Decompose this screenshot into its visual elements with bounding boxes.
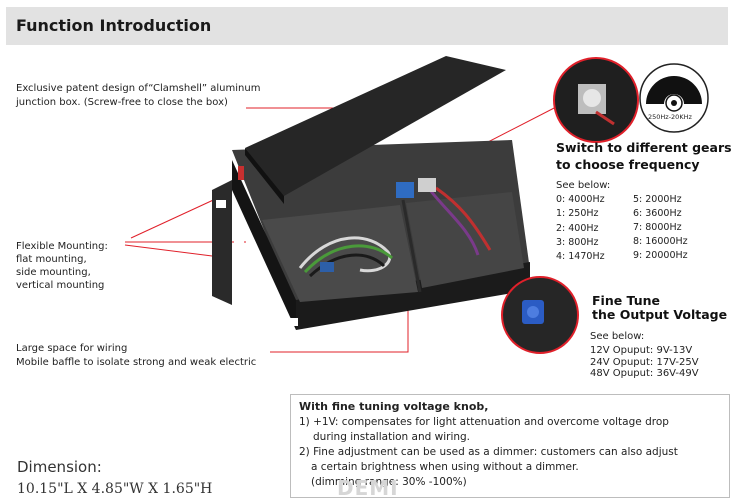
mounting-callout-line1: Flexible Mounting: bbox=[16, 241, 108, 252]
frequency-item: 0: 4000Hz bbox=[556, 194, 605, 205]
fine-tune-title-line1: Fine Tune bbox=[592, 293, 660, 308]
voltage-output-item: 12V Opuput: 9V-13V bbox=[590, 345, 693, 356]
dial-caption: 250Hz-20KHz bbox=[648, 113, 692, 121]
fine-tune-title-line2: the Output Voltage bbox=[592, 307, 728, 322]
knob-note-box: With fine tuning voltage knob, 1) +1V: c… bbox=[290, 394, 730, 498]
frequency-item: 2: 400Hz bbox=[556, 223, 599, 234]
frequency-item: 5: 2000Hz bbox=[633, 194, 682, 205]
mounting-callout-line2: flat mounting, bbox=[16, 254, 87, 265]
junction-box bbox=[212, 56, 530, 330]
frequency-item: 8: 16000Hz bbox=[633, 236, 688, 247]
watermark: DEMI bbox=[337, 476, 399, 500]
knob-note-line: during installation and wiring. bbox=[313, 431, 471, 443]
knob-detail-circle bbox=[501, 276, 579, 354]
frequency-item: 9: 20000Hz bbox=[633, 250, 688, 261]
frequency-item: 7: 8000Hz bbox=[633, 222, 682, 233]
frequency-item: 4: 1470Hz bbox=[556, 251, 605, 262]
voltage-output-list: 12V Opuput: 9V-13V 24V Opuput: 17V-25V 4… bbox=[590, 345, 699, 380]
frequency-item: 1: 250Hz bbox=[556, 208, 599, 219]
voltage-output-item: 24V Opuput: 17V-25V bbox=[590, 356, 699, 368]
mounting-callout-line4: vertical mounting bbox=[16, 280, 105, 291]
page-title: Function Introduction bbox=[16, 16, 212, 35]
switch-see-below: See below: bbox=[556, 180, 611, 191]
clamshell-callout-line2: junction box. (Screw-free to close the b… bbox=[16, 97, 228, 108]
fine-tune-see-below: See below: bbox=[590, 331, 645, 342]
section-header: Function Introduction bbox=[6, 7, 728, 45]
knob-note-title: With fine tuning voltage knob, bbox=[299, 400, 489, 413]
dimension-label: Dimension: bbox=[17, 458, 102, 476]
space-callout-line2: Mobile baffle to isolate strong and weak… bbox=[16, 357, 257, 368]
knob-note-line: 1) +1V: compensates for light attenuatio… bbox=[299, 416, 669, 428]
switch-title-line2: to choose frequency bbox=[556, 157, 700, 172]
dimension-value: 10.15"L X 4.85"W X 1.65"H bbox=[17, 481, 213, 497]
clamshell-callout-line1: Exclusive patent design of“Clamshell” al… bbox=[16, 83, 261, 94]
knob-note-line: 2) Fine adjustment can be used as a dimm… bbox=[299, 446, 678, 458]
knob-note-line: (dimming range: 30% -100%) bbox=[311, 476, 467, 488]
frequency-item: 3: 800Hz bbox=[556, 237, 599, 248]
space-callout-line1: Large space for wiring bbox=[16, 343, 128, 354]
voltage-output-item: 48V Opuput: 36V-49V bbox=[590, 368, 699, 379]
frequency-item: 6: 3600Hz bbox=[633, 208, 682, 219]
mounting-callout-line3: side mounting, bbox=[16, 267, 91, 278]
switch-detail-circle bbox=[553, 57, 639, 143]
switch-title-line1: Switch to different gears bbox=[556, 140, 732, 155]
knob-note-line: a certain brightness when using without … bbox=[311, 461, 579, 473]
frequency-dial-icon bbox=[639, 63, 709, 133]
